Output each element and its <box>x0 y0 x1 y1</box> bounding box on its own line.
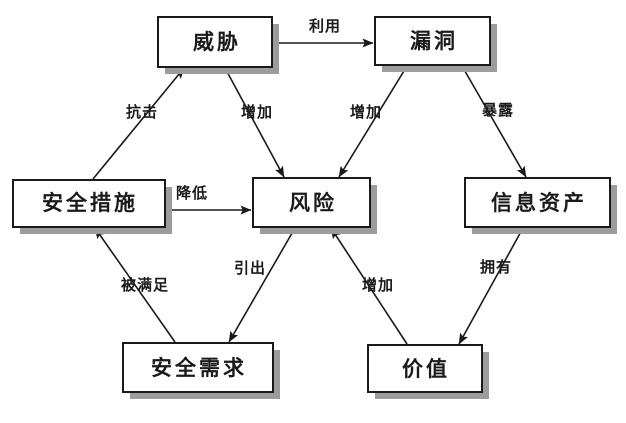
node-security-requirements: 安全需求 <box>122 342 280 399</box>
node-value-box <box>367 344 483 393</box>
node-security-requirements-label: 安全需求 <box>151 356 247 380</box>
node-security-measures-box <box>12 179 166 228</box>
node-security-measures-label: 安全措施 <box>42 191 138 215</box>
edge-label-expose: 暴露 <box>482 101 514 119</box>
edge-increase-by-vulnerability <box>338 65 408 178</box>
edge-label-reduce: 降低 <box>176 184 208 202</box>
node-information-assets-label: 信息资产 <box>491 191 587 215</box>
edge-increase-by-threat <box>224 67 285 178</box>
node-security-requirements-box <box>122 342 274 393</box>
edge-label-exploit: 利用 <box>309 17 341 35</box>
node-value: 价值 <box>367 344 489 399</box>
node-risk-box <box>252 177 371 228</box>
node-vulnerability-box <box>374 16 491 66</box>
diagram-edges <box>92 38 527 345</box>
edge-label-increase-by-vulnerability: 增加 <box>350 103 382 121</box>
node-vulnerability: 漏洞 <box>374 16 497 72</box>
node-vulnerability-label: 漏洞 <box>410 29 458 53</box>
edge-increase-by-value <box>330 227 408 345</box>
node-threat: 威胁 <box>157 16 279 74</box>
diagram-nodes: 威胁 漏洞 安全措施 风险 信息资产 <box>12 16 617 399</box>
edge-resist <box>92 67 185 180</box>
edge-label-be-satisfied: 被满足 <box>121 276 169 294</box>
diagram-edge-labels: 利用 抗击 增加 增加 暴露 降低 被满足 引出 增加 拥有 <box>121 17 514 294</box>
node-information-assets: 信息资产 <box>464 177 617 234</box>
edge-expose <box>461 65 527 178</box>
node-risk-label: 风险 <box>289 191 337 215</box>
node-value-label: 价值 <box>402 357 450 381</box>
edge-possess <box>458 227 524 345</box>
node-threat-box <box>157 16 273 68</box>
edge-label-resist: 抗击 <box>126 103 158 121</box>
edge-label-possess: 拥有 <box>480 258 512 276</box>
edge-lead-to <box>228 227 296 343</box>
edge-label-increase-by-threat: 增加 <box>241 103 273 121</box>
node-threat-label: 威胁 <box>193 30 241 54</box>
edge-be-satisfied <box>94 227 176 343</box>
edge-label-lead-to: 引出 <box>234 259 266 277</box>
node-security-measures: 安全措施 <box>12 179 172 234</box>
edge-label-increase-by-value: 增加 <box>362 276 394 294</box>
node-risk: 风险 <box>252 177 377 234</box>
node-information-assets-box <box>464 177 611 228</box>
